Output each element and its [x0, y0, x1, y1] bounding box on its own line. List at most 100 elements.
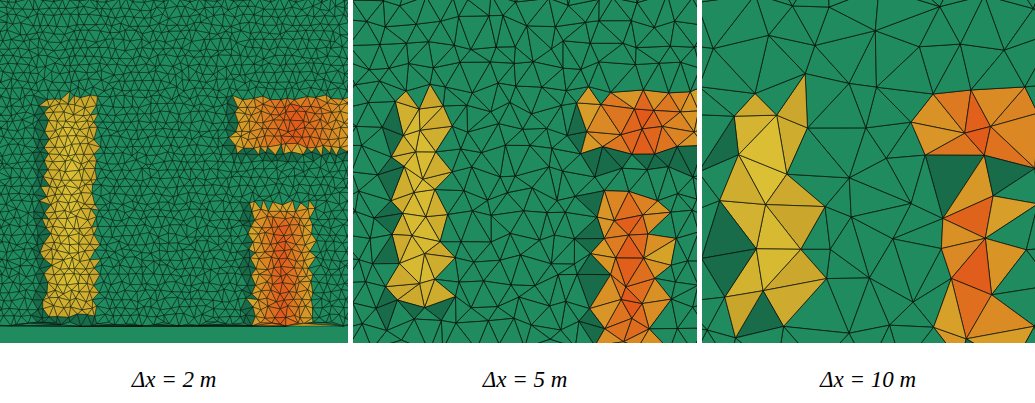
mesh-triangle [142, 80, 153, 90]
mesh-triangle [153, 49, 163, 55]
mesh-triangle [271, 192, 280, 202]
mesh-triangle [192, 132, 201, 139]
mesh-triangle [227, 219, 231, 229]
mesh-triangle [310, 185, 320, 196]
mesh-triangle [131, 72, 139, 80]
mesh-triangle [138, 26, 149, 34]
mesh-triangle [259, 153, 266, 161]
mesh-triangle [281, 89, 287, 100]
mesh-triangle [207, 57, 217, 66]
mesh-triangle [223, 115, 229, 123]
mesh-triangle [40, 148, 48, 154]
mesh-triangle [305, 80, 315, 87]
mesh-triangle [222, 211, 229, 219]
mesh-triangle [159, 250, 167, 260]
mesh-triangle [76, 130, 87, 137]
mesh-triangle [151, 95, 160, 104]
mesh-triangle [237, 275, 248, 286]
mesh-triangle [101, 185, 110, 196]
mesh-triangle [156, 40, 165, 49]
mesh-triangle [261, 209, 268, 216]
mesh-triangle [172, 129, 179, 137]
mesh-triangle [184, 154, 195, 162]
mesh-triangle [274, 259, 281, 268]
mesh-triangle [234, 162, 241, 171]
mesh-triangle [160, 298, 171, 310]
mesh-triangle [239, 258, 248, 268]
mesh-triangle [81, 204, 91, 209]
mesh-triangle [154, 265, 163, 275]
mesh-triangle [98, 226, 111, 236]
mesh-triangle [206, 300, 214, 308]
mesh-triangle [177, 250, 183, 261]
mesh-triangle [107, 154, 118, 164]
mesh-triangle [106, 250, 115, 257]
mesh-triangle [41, 177, 50, 187]
mesh-triangle [235, 252, 244, 260]
mesh-triangle [309, 168, 321, 178]
mesh-triangle [245, 64, 255, 75]
mesh-triangle [65, 160, 79, 172]
mesh-triangle [129, 26, 138, 30]
mesh-triangle [38, 170, 47, 177]
mesh-triangle [256, 123, 263, 129]
mesh-triangle [231, 228, 239, 237]
mesh-triangle [284, 235, 292, 242]
mesh-triangle [168, 225, 175, 234]
mesh-triangle [245, 107, 251, 115]
mesh-triangle [293, 200, 301, 211]
mesh-triangle [165, 274, 176, 282]
mesh-triangle [182, 80, 189, 91]
mesh-triangle [65, 218, 74, 228]
mesh-triangle [265, 244, 274, 252]
mesh-triangle [134, 17, 144, 26]
mesh-triangle [200, 204, 207, 209]
mesh-triangle [142, 253, 154, 261]
mesh-triangle [94, 265, 102, 274]
mesh-triangle [242, 57, 254, 65]
mesh-triangle [79, 233, 84, 244]
mesh-triangle [179, 130, 190, 137]
mesh-triangle [256, 259, 267, 270]
mesh-triangle [153, 80, 161, 91]
mesh-triangle [274, 243, 285, 251]
mesh-triangle [203, 88, 213, 96]
mesh-triangle [159, 23, 167, 32]
mesh-triangle [173, 48, 182, 57]
mesh-triangle [48, 112, 57, 121]
mesh-triangle [235, 268, 242, 275]
mesh-triangle [114, 147, 123, 154]
mesh-triangle [65, 160, 72, 172]
mesh-triangle [125, 81, 135, 91]
mesh-triangle [272, 268, 282, 277]
mesh-triangle [120, 129, 130, 139]
mesh-triangle [176, 225, 187, 237]
mesh-triangle [151, 103, 157, 114]
mesh-triangle [281, 144, 285, 154]
mesh-triangle [185, 55, 193, 66]
mesh-triangle [101, 257, 110, 265]
mesh-triangle [271, 115, 280, 120]
mesh-triangle [151, 111, 161, 121]
mesh-triangle [247, 275, 255, 285]
mesh-triangle [153, 31, 161, 40]
mesh-triangle [178, 122, 182, 131]
mesh-triangle [79, 64, 89, 72]
mesh-triangle [137, 113, 144, 120]
mesh-triangle [206, 107, 215, 113]
mesh-triangle [199, 64, 206, 74]
mesh-triangle [160, 111, 169, 123]
mesh-triangle [242, 121, 250, 132]
mesh-triangle [214, 201, 224, 213]
mesh-triangle [148, 90, 157, 96]
mesh-triangle [324, 177, 333, 185]
mesh-triangle [167, 103, 175, 112]
mesh-triangle [214, 14, 224, 26]
mesh-triangle [110, 32, 119, 39]
mesh-triangle [290, 217, 300, 225]
mesh-triangle [106, 202, 110, 210]
mesh-triangle [95, 250, 106, 259]
mesh-triangle [127, 114, 138, 122]
mesh-triangle [195, 241, 203, 253]
mesh-triangle [93, 179, 101, 184]
